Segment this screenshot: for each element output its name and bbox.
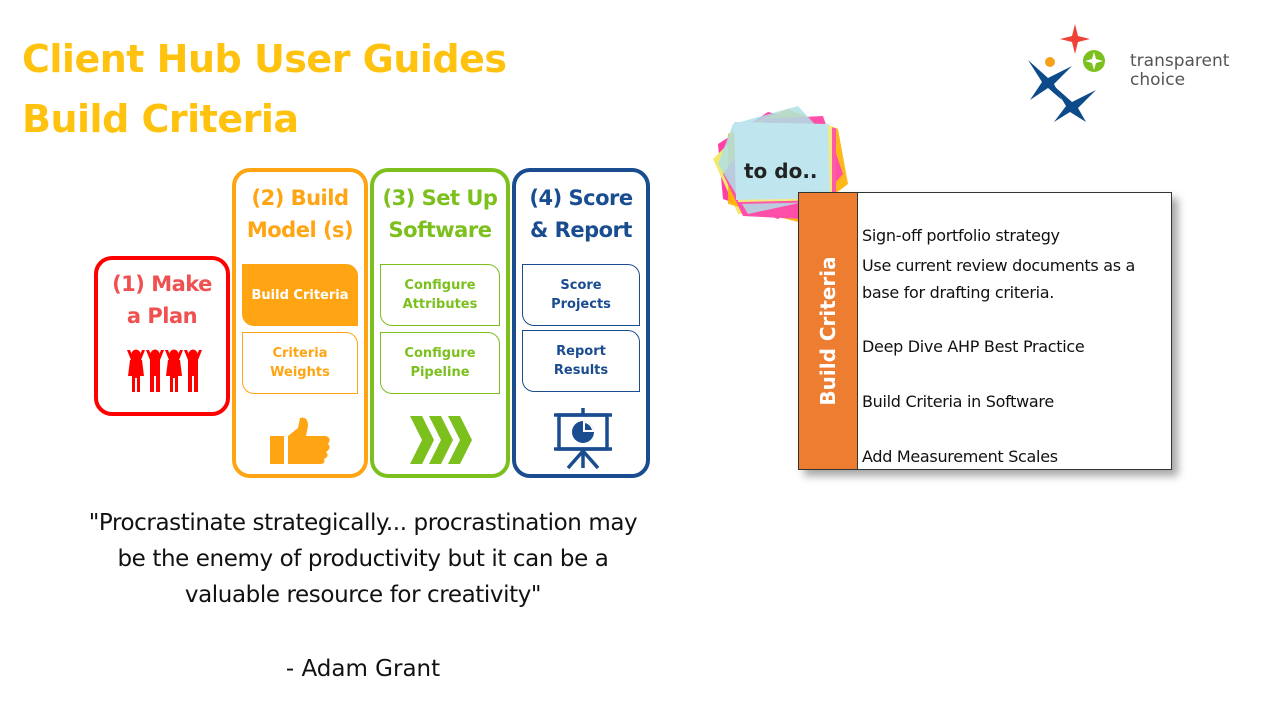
- todo-item: Add Measurement Scales: [862, 447, 1058, 466]
- stage-title-line1: (3) Set Up: [382, 186, 498, 210]
- todo-item-continued: base for drafting criteria.: [862, 283, 1055, 302]
- step-label-line1: Score: [560, 278, 602, 293]
- stage-title: (1) Make a Plan: [98, 268, 226, 332]
- logo-mark-icon: [1028, 24, 1105, 122]
- step-build-criteria[interactable]: Build Criteria: [242, 264, 358, 326]
- step-label-line2: Attributes: [402, 297, 478, 312]
- stage-title-line2: Model (s): [246, 218, 354, 242]
- stage-title-line2: a Plan: [126, 304, 198, 328]
- chevrons-right-icon: [410, 416, 472, 464]
- page-subtitle: Build Criteria: [22, 97, 299, 141]
- step-label-line1: Criteria: [272, 346, 328, 361]
- stage-build-models: (2) Build Model (s) Build Criteria Crite…: [232, 168, 368, 478]
- quote-text: "Procrastinate strategically... procrast…: [40, 505, 686, 613]
- logo-wordmark: transparent choice: [1130, 52, 1229, 90]
- stage-title: (2) Build Model (s): [236, 182, 364, 246]
- step-label-line2: Results: [553, 363, 609, 378]
- stage-title-line1: (2) Build: [251, 186, 349, 210]
- stage-title: (4) Score & Report: [516, 182, 646, 246]
- quote-author: - Adam Grant: [285, 656, 441, 682]
- quote-line: be the enemy of productivity but it can …: [117, 546, 609, 572]
- todo-list-card: Build Criteria Sign-off portfolio strate…: [798, 192, 1172, 470]
- todo-item: Build Criteria in Software: [862, 392, 1054, 411]
- stage-title-line1: (1) Make: [112, 272, 212, 296]
- people-icon: [127, 349, 202, 392]
- todo-items: Sign-off portfolio strategy Use current …: [857, 193, 1171, 469]
- step-label: Build Criteria: [251, 287, 349, 303]
- todo-item: Use current review documents as a: [862, 256, 1136, 275]
- page-title: Client Hub User Guides: [22, 37, 507, 81]
- transparent-choice-logo: transparent choice: [1020, 20, 1260, 125]
- logo-word-2: choice: [1130, 70, 1186, 90]
- step-label-line1: Configure: [404, 346, 476, 361]
- logo-word-1: transparent: [1130, 51, 1230, 71]
- stage-title-line1: (4) Score: [529, 186, 633, 210]
- sticky-note-label: to do..: [744, 159, 818, 183]
- step-label-line2: Weights: [270, 365, 330, 380]
- todo-item: Sign-off portfolio strategy: [862, 226, 1060, 245]
- quote-line: "Procrastinate strategically... procrast…: [88, 510, 638, 536]
- todo-side-label: Build Criteria: [816, 256, 840, 406]
- todo-item: Deep Dive AHP Best Practice: [862, 337, 1085, 356]
- presentation-chart-icon: [554, 408, 612, 470]
- quote-line: valuable resource for creativity": [184, 582, 542, 608]
- stage-title-line2: & Report: [530, 218, 632, 242]
- step-label-line2: Projects: [551, 297, 611, 312]
- step-label-line1: Report: [556, 344, 606, 359]
- thumbs-up-icon: [270, 417, 330, 464]
- stage-title-line2: Software: [388, 218, 492, 242]
- step-label-line2: Pipeline: [410, 365, 470, 380]
- stage-make-a-plan: (1) Make a Plan: [94, 256, 230, 416]
- todo-side-bar: Build Criteria: [799, 193, 857, 469]
- step-label-line1: Configure: [404, 278, 476, 293]
- stage-title: (3) Set Up Software: [374, 182, 506, 246]
